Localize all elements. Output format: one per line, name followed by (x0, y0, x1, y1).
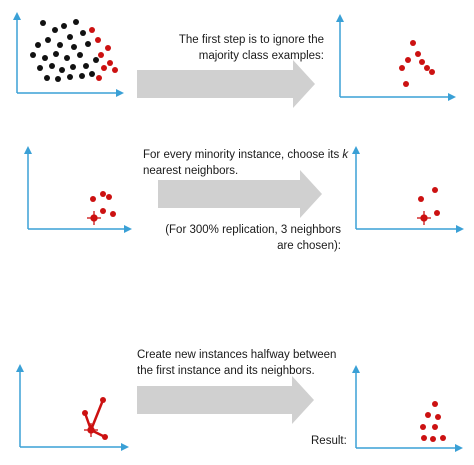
chosen-instance (87, 211, 101, 225)
row3-caption: Create new instances halfway between the… (137, 349, 337, 377)
neighbor-points (418, 187, 440, 216)
chosen-instance (84, 423, 98, 437)
row2-caption-prefix: For every minority instance, choose its (143, 149, 343, 161)
minority-points (399, 40, 435, 87)
chosen-instance (417, 211, 431, 225)
row1-arrow (137, 60, 315, 108)
row2-caption-k: k (342, 149, 349, 161)
result-points (420, 401, 446, 442)
row2-plot-after (352, 146, 464, 233)
row1-caption: The first step is to ignore the majority… (178, 34, 324, 62)
row3-plot-before (16, 364, 129, 451)
row1-plot-after (336, 14, 456, 101)
minority-points (90, 191, 116, 217)
row2-caption-suffix: nearest neighbors. (143, 165, 239, 177)
row2-plot-before (24, 146, 132, 233)
new-points (82, 397, 108, 440)
majority-points (30, 19, 99, 82)
row3-plot-after (352, 365, 463, 452)
row2-arrow (158, 170, 322, 218)
minority-points (89, 27, 118, 81)
row1-plot-before (13, 12, 124, 97)
row2-note: (For 300% replication, 3 neighbors are c… (165, 224, 341, 252)
row3-arrow (137, 376, 314, 424)
row2-caption: For every minority instance, choose its … (143, 147, 353, 179)
row3-result-label: Result: (311, 435, 347, 447)
